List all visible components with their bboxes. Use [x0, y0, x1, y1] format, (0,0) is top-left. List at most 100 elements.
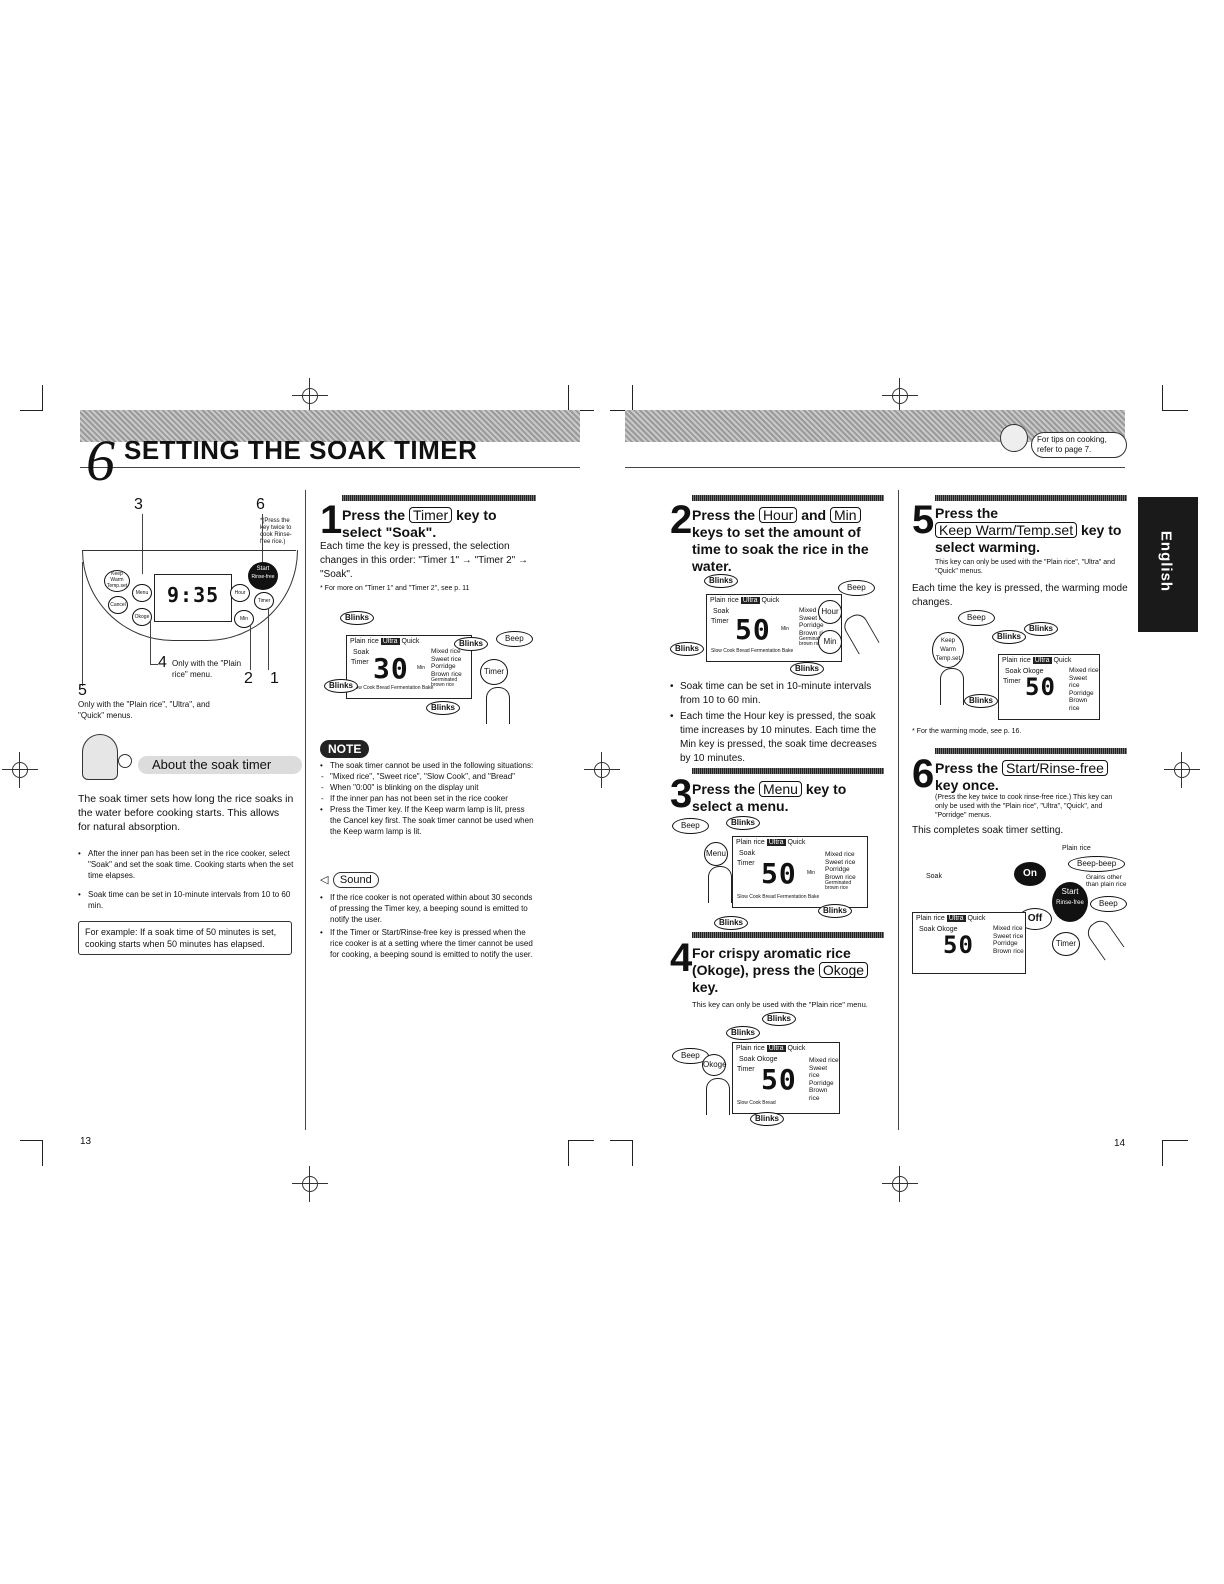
timer-key[interactable]: Timer — [1052, 932, 1080, 956]
about-intro: The soak timer sets how long the rice so… — [78, 793, 294, 833]
step1-display-figure: Blinks Plain rice Ultra Quick Soak Timer… — [320, 605, 536, 725]
note-lead: The soak timer cannot be used in the fol… — [320, 760, 536, 771]
lcd-ultra: Ultra — [380, 638, 400, 645]
note-item: If the inner pan has not been set in the… — [320, 793, 536, 804]
beep-beep-label: Beep-beep — [1068, 856, 1126, 872]
step5-number: 5 — [912, 498, 935, 542]
step3-display-figure: Beep Blinks Plain rice Ultra Quick Soak … — [670, 812, 885, 930]
note-list: The soak timer cannot be used in the fol… — [320, 760, 536, 837]
step1-note: * For more on "Timer 1" and "Timer 2", s… — [320, 585, 470, 592]
lcd-plain: Plain rice — [350, 638, 379, 645]
registration-mark — [292, 378, 328, 414]
tip-text: For tips on cooking, refer to page 7. — [1031, 432, 1127, 458]
beep-label: Beep — [838, 580, 875, 596]
lcd-display: Plain rice Ultra Quick Soak Okoge 50 Mix… — [912, 912, 1026, 974]
callout-6: 6 — [256, 496, 265, 513]
blinks-label: Blinks — [714, 916, 749, 930]
lcd-display: Plain rice Ultra Quick Soak Okoge Timer … — [998, 654, 1100, 720]
sound-list: If the rice cooker is not operated withi… — [320, 892, 536, 960]
callout-5: 5 — [78, 682, 87, 699]
page-title: SETTING THE SOAK TIMER — [124, 435, 478, 465]
lcd-digits: 50 — [943, 931, 974, 959]
step4-bar — [692, 932, 884, 938]
step5-sub: This key can only be used with the "Plai… — [935, 559, 1115, 575]
okoge-key-label: Okoge — [818, 962, 869, 978]
hour-key[interactable]: Hour — [230, 584, 250, 602]
step1-post: key to select "Soak". — [342, 507, 497, 540]
step4-heading: For crispy aromatic rice (Okoge), press … — [692, 945, 882, 996]
soak-label: Soak — [926, 873, 942, 880]
step2-number: 2 — [670, 498, 693, 542]
blinks-label: Blinks — [340, 611, 375, 625]
page-number-right: 14 — [1114, 1138, 1126, 1149]
blinks-label: Blinks — [426, 701, 461, 715]
plain-only-note: Only with the "Plain rice" menu. — [172, 659, 242, 679]
min-key[interactable]: Min — [818, 630, 842, 654]
timer-key[interactable]: Timer — [480, 659, 508, 685]
sound-badge: ◁ Sound — [320, 870, 379, 888]
blinks-label: Blinks — [1024, 622, 1059, 636]
hour-key[interactable]: Hour — [818, 600, 842, 624]
lcd-min: Min — [417, 665, 426, 671]
cancel-key[interactable]: Cancel — [108, 596, 128, 614]
lcd-display: Plain rice Ultra Quick Soak Timer 30 Min… — [346, 635, 472, 699]
lcd-digits: 50 — [761, 857, 797, 890]
lcd-bottom: Slow Cook Bread Fermentation Bake — [351, 685, 434, 691]
step5-body: Each time the key is pressed, the warmin… — [912, 583, 1128, 608]
beep-label: Beep — [1090, 896, 1127, 912]
callout-1: 1 — [270, 670, 279, 687]
pointing-hand-icon — [840, 610, 880, 655]
registration-mark — [882, 378, 918, 414]
lcd-digits: 50 — [761, 1063, 797, 1096]
pointing-hand-icon — [940, 668, 964, 705]
language-label: English — [1157, 530, 1175, 593]
pointing-hand-icon — [1083, 916, 1125, 961]
blinks-label: Blinks — [762, 1012, 797, 1026]
step1-heading: Press the Timer key to select "Soak". — [342, 507, 537, 541]
header-band-left — [80, 410, 580, 442]
okoge-key[interactable]: Okoge — [702, 1054, 727, 1076]
lcd-tabs: Plain rice Ultra Quick — [350, 638, 419, 645]
note-item: When "0:00" is blinking on the display u… — [320, 782, 536, 793]
blinks-label: Blinks — [726, 816, 761, 830]
sound-item: If the Timer or Start/Rinse-free key is … — [320, 927, 536, 960]
blinks-label: Blinks — [750, 1112, 785, 1126]
keep-warm-key-label: Keep Warm/Temp.set — [935, 522, 1078, 538]
step5-note: * For the warming mode, see p. 16. — [912, 728, 1022, 735]
step5-display-figure: Beep Blinks Blinks Keep Warm Temp.set Pl… — [912, 608, 1128, 720]
tip-callout: For tips on cooking, refer to page 7. — [995, 422, 1127, 466]
menu-key[interactable]: Menu — [132, 584, 152, 602]
step2-bar — [692, 495, 884, 501]
panel-top-line — [82, 550, 296, 551]
blinks-label: Blinks — [790, 662, 825, 676]
keep-warm-key[interactable]: Keep Warm Temp.set — [104, 570, 130, 592]
start-key-label: Start/Rinse-free — [1001, 760, 1108, 776]
language-tab: English — [1138, 497, 1198, 632]
step6-display-figure: Plain rice Beep-beep Soak On Grains othe… — [912, 842, 1128, 982]
lcd-soak: Soak — [353, 649, 369, 656]
step6-sub: (Press the key twice to cook rinse-free … — [935, 794, 1113, 819]
about-bullet: Soak time can be set in 10-minute interv… — [78, 889, 294, 911]
blinks-label: Blinks — [324, 679, 359, 693]
keep-warm-key[interactable]: Keep Warm Temp.set — [932, 632, 964, 668]
panel-time: 9:35 — [167, 583, 220, 607]
lcd-digits: 30 — [373, 652, 409, 685]
okoge-key[interactable]: Okoge — [132, 608, 152, 626]
note-badge: NOTE — [320, 740, 370, 758]
registration-mark — [584, 752, 620, 788]
timer-key[interactable]: Timer — [254, 592, 274, 610]
about-bullets: After the inner pan has been set in the … — [78, 848, 294, 911]
step6-body: This completes soak timer setting. — [912, 825, 1064, 836]
grains-label: Grains other than plain rice — [1086, 874, 1127, 888]
step1-pre: Press the — [342, 507, 406, 523]
start-key[interactable]: Start Rinse-free — [248, 562, 278, 590]
registration-mark — [292, 1166, 328, 1202]
blinks-label: Blinks — [992, 630, 1027, 644]
hour-key-label: Hour — [758, 507, 798, 523]
menu-key[interactable]: Menu — [704, 842, 728, 866]
callout-3: 3 — [134, 496, 143, 513]
min-key[interactable]: Min — [234, 610, 254, 628]
step6-heading: Press the Start/Rinse-free key once. — [935, 760, 1127, 794]
